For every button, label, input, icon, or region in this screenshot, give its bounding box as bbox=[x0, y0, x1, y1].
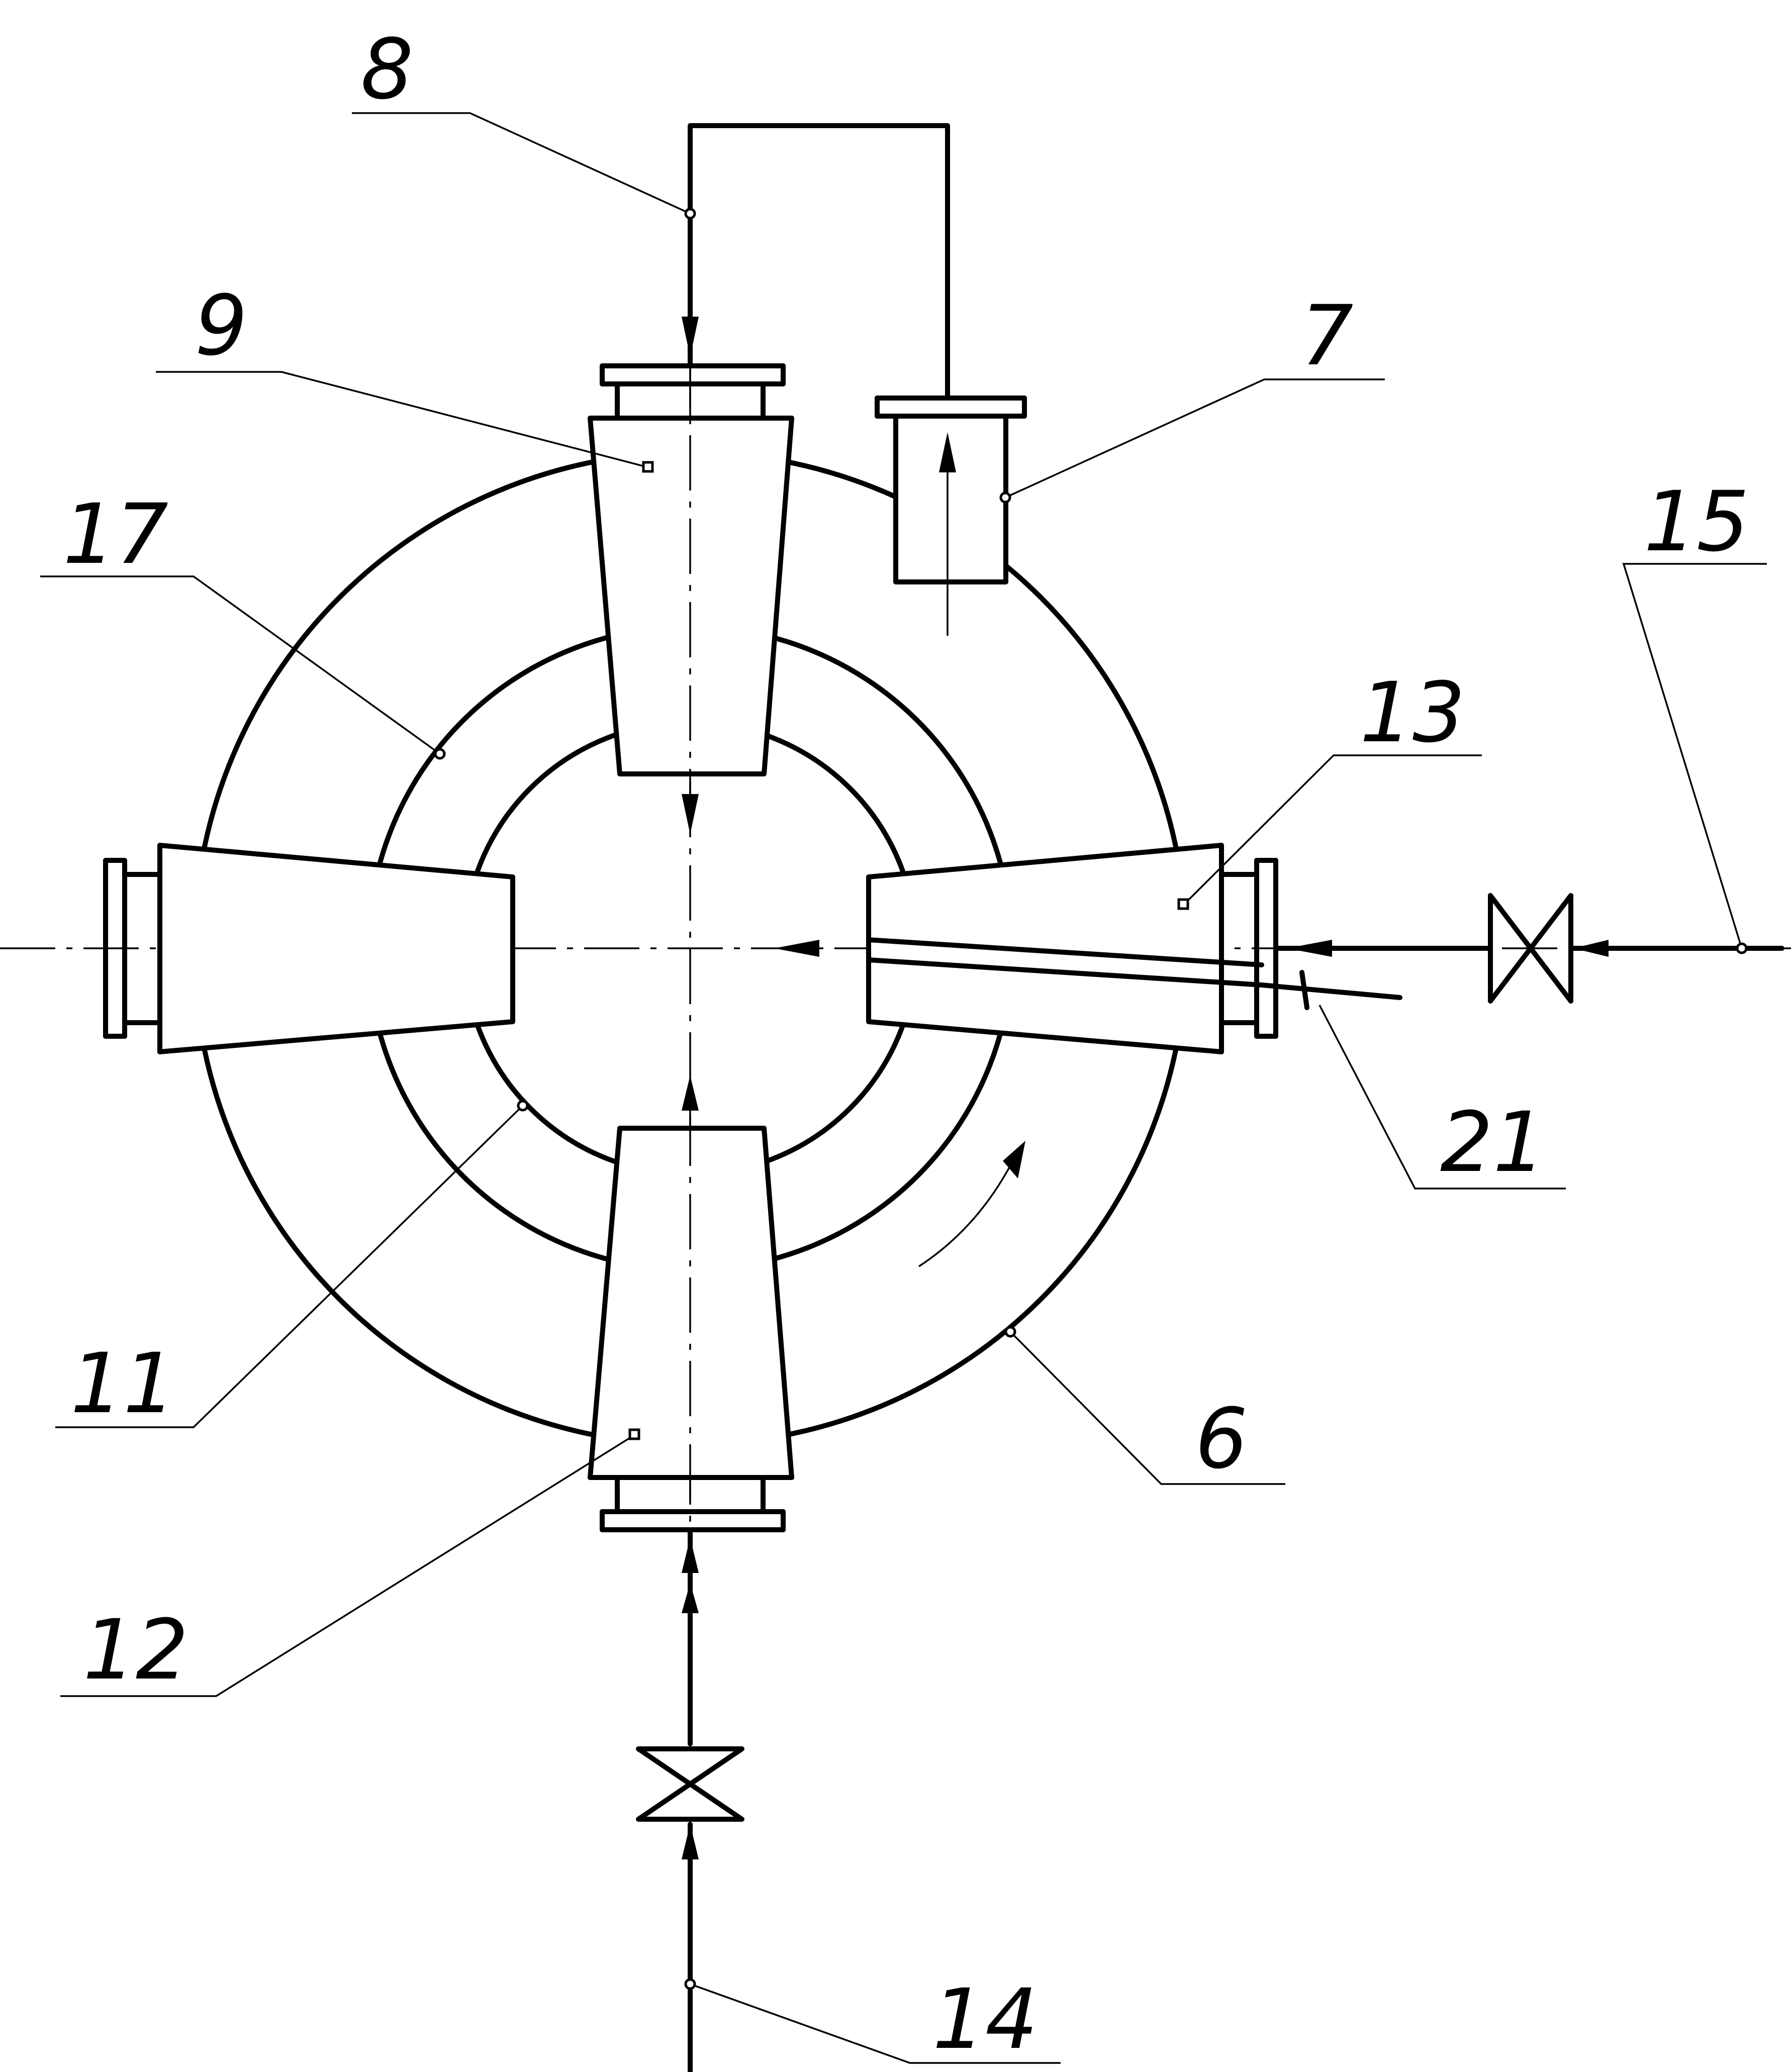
right-valve-arrow bbox=[1573, 940, 1609, 957]
outlet-pipe bbox=[875, 396, 1027, 636]
left-nozzle bbox=[103, 843, 515, 1054]
bottom-nozzle bbox=[588, 1111, 794, 1532]
bottom-feed-pipe bbox=[636, 1075, 744, 2072]
outlet-flow-arrow bbox=[939, 432, 956, 472]
right-inlet-arrow bbox=[1287, 940, 1332, 957]
center-flow-arrow bbox=[774, 940, 819, 957]
callout-13: 13 bbox=[1360, 664, 1465, 761]
callout-8: 8 bbox=[361, 21, 414, 118]
bottom-valve-arrow bbox=[682, 1824, 699, 1859]
top-chamber-arrow bbox=[682, 794, 699, 834]
callout-9: 9 bbox=[195, 277, 248, 374]
callout-12: 12 bbox=[83, 1602, 188, 1698]
leader-lines bbox=[40, 112, 1767, 2064]
probe-tube bbox=[866, 937, 1402, 1010]
right-valve-icon bbox=[1488, 893, 1573, 1004]
callout-17: 17 bbox=[63, 486, 168, 582]
bottom-chamber-arrow bbox=[682, 1075, 699, 1111]
callout-14: 14 bbox=[932, 1971, 1038, 2067]
bottom-valve-icon bbox=[636, 1746, 744, 1822]
bottom-inlet-arrow bbox=[682, 1538, 699, 1573]
top-inlet-arrow bbox=[682, 317, 699, 357]
right-nozzle bbox=[866, 843, 1278, 1054]
callout-21: 21 bbox=[1440, 1094, 1546, 1191]
bottom-lower-arrow bbox=[682, 1583, 699, 1613]
callout-7: 7 bbox=[1301, 287, 1354, 384]
callout-15: 15 bbox=[1644, 473, 1749, 570]
callout-11: 11 bbox=[70, 1335, 176, 1432]
top-feed-pipe bbox=[682, 123, 950, 834]
callout-6: 6 bbox=[1195, 1391, 1248, 1487]
top-nozzle bbox=[588, 352, 794, 804]
rotation-arrow bbox=[918, 1141, 1025, 1267]
